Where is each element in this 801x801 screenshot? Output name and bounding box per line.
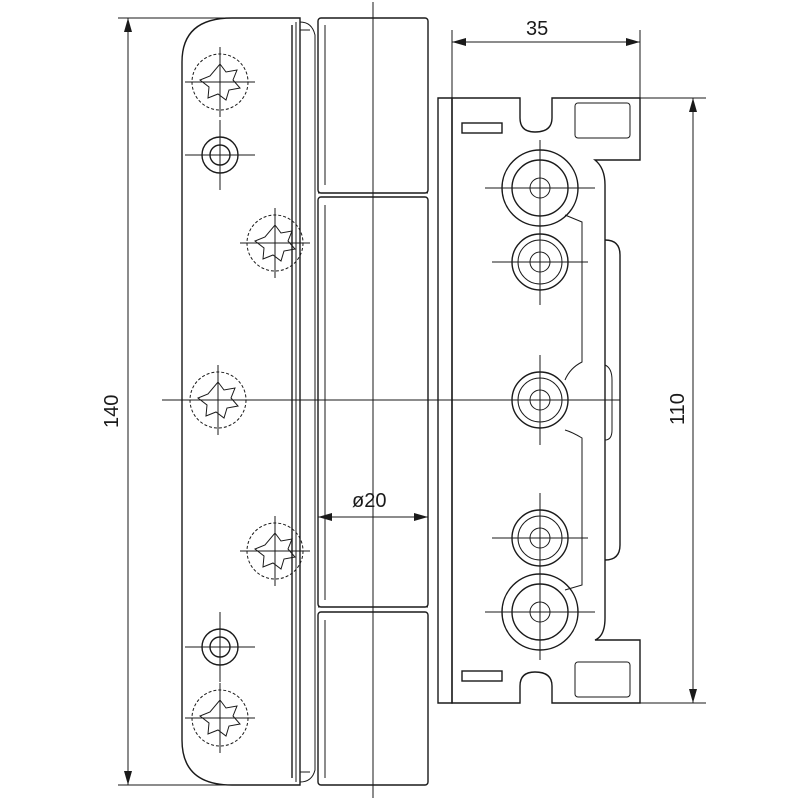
- center-lines: [162, 2, 620, 798]
- dimension-label-140: 140: [101, 395, 123, 428]
- dimension-depth: [451, 30, 641, 98]
- dimension-mounting-height: [640, 97, 706, 704]
- dimension-knuckle-diameter: [318, 513, 428, 521]
- dimension-label-35: 35: [526, 18, 548, 40]
- dimension-label-d20: ø20: [352, 490, 386, 512]
- dimension-label-110: 110: [667, 393, 689, 425]
- dimension-overall-height: [118, 17, 232, 786]
